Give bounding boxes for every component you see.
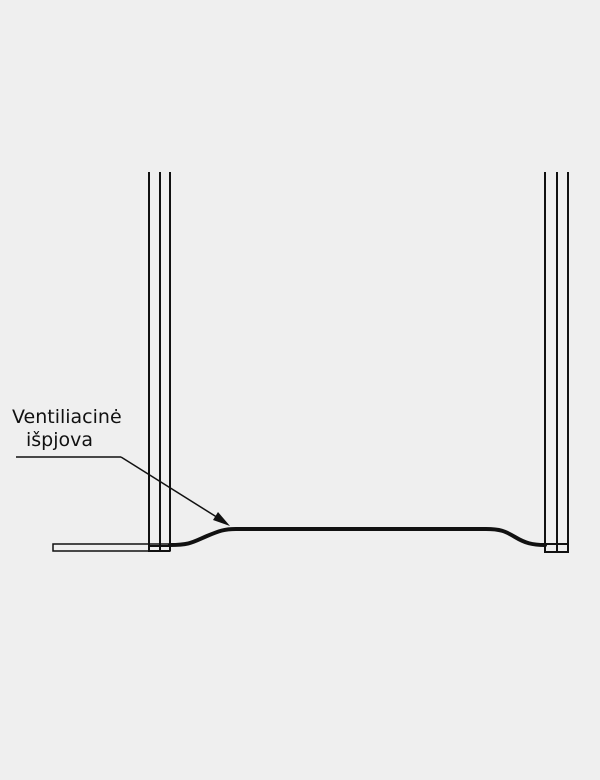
ventilation-callout-label: Ventiliacinė išpjova <box>12 406 162 452</box>
callout-leader <box>120 456 224 522</box>
callout-arrowhead-icon <box>213 512 230 526</box>
left-flange-plate <box>52 543 171 552</box>
right-joint <box>544 543 569 553</box>
callout-label-line-2: išpjova <box>26 429 94 451</box>
ventilation-slot-profile <box>168 527 547 547</box>
callout-label-line-1: Ventiliacinė <box>12 406 122 428</box>
